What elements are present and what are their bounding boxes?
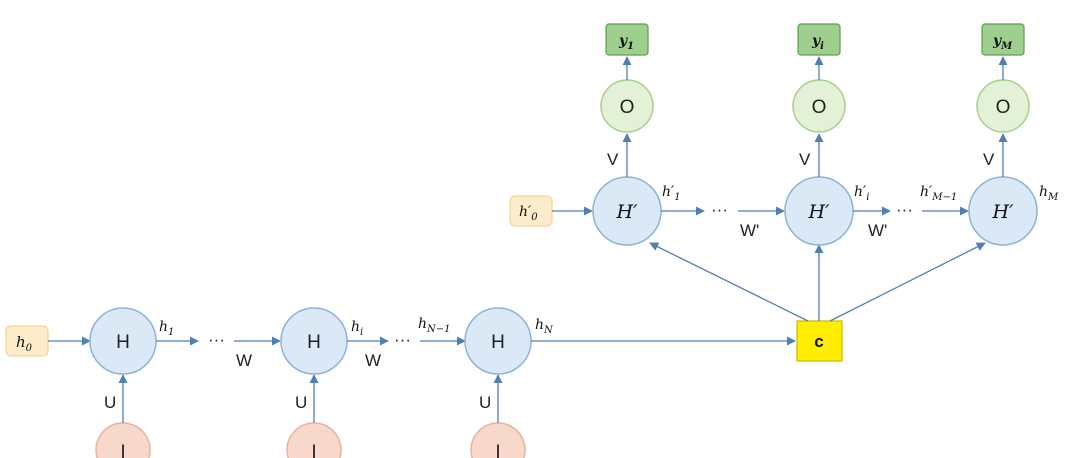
decoder-initial-state: h′0: [509, 195, 553, 227]
svg-text:yM: yM: [992, 33, 1013, 52]
encoder-hidden-i: hi: [351, 319, 363, 338]
decoder-weight-V-1: V: [607, 150, 619, 169]
encoder-weight-U-2: U: [295, 393, 307, 412]
encoder-hidden-N-1: hN−1: [418, 316, 451, 335]
decoder-output-node-M: O: [976, 79, 1030, 133]
decoder-hidden-M: hM: [1039, 184, 1059, 203]
encoder-hidden-N: hN: [535, 317, 554, 336]
svg-text:H′: H′: [808, 201, 831, 223]
svg-text:h0: h0: [16, 333, 33, 354]
edge-c-to-HpM: [829, 242, 986, 322]
svg-text:H′: H′: [992, 201, 1015, 223]
svg-text:O: O: [620, 97, 635, 118]
context-vector: c: [796, 320, 843, 362]
svg-text:h′0: h′0: [519, 204, 538, 223]
encoder-ellipsis-2: ···: [394, 330, 411, 349]
svg-text:O: O: [812, 97, 827, 118]
encoder-cell-1: H: [89, 307, 157, 375]
encoder-hidden-1: h1: [159, 319, 174, 338]
encoder-weight-U-1: U: [104, 393, 116, 412]
encoder-ellipsis-1: ···: [208, 330, 225, 349]
svg-text:H′: H′: [616, 201, 639, 223]
decoder-cell-1: H′: [592, 176, 662, 246]
encoder-weight-W-2: W: [365, 351, 381, 370]
svg-text:yi: yi: [811, 33, 824, 52]
encoder-cell-i: H: [280, 307, 348, 375]
svg-text:I: I: [311, 442, 316, 458]
encoder-input-N: I: [470, 422, 526, 458]
decoder-hidden-M-1: h′M−1: [920, 184, 957, 203]
decoder-weight-W-2: W': [868, 221, 887, 240]
decoder-weight-W-1: W': [740, 221, 759, 240]
encoder-weight-W-1: W: [236, 351, 252, 370]
decoder-weight-V-2: V: [799, 150, 811, 169]
decoder-output-node-1: O: [600, 79, 654, 133]
decoder-weight-V-3: V: [983, 150, 995, 169]
decoder-output-node-i: O: [792, 79, 846, 133]
edge-c-to-Hp1: [649, 242, 809, 322]
encoder-cell-N: H: [464, 307, 532, 375]
decoder-hidden-i: h′i: [854, 184, 869, 203]
decoder-output-yi: yi: [797, 23, 841, 56]
encoder-weight-U-3: U: [479, 393, 491, 412]
svg-text:I: I: [120, 442, 125, 458]
encoder-initial-state: h0: [5, 325, 49, 357]
svg-text:y1: y1: [618, 33, 634, 52]
decoder-hidden-1: h′1: [662, 184, 681, 203]
decoder-ellipsis-2: ···: [896, 200, 913, 219]
encoder-input-i: I: [286, 422, 342, 458]
decoder-output-yM: yM: [981, 23, 1025, 56]
encoder-input-1: I: [95, 422, 151, 458]
svg-text:c: c: [814, 332, 823, 351]
svg-text:H: H: [116, 332, 130, 353]
decoder-ellipsis-1: ···: [711, 200, 728, 219]
svg-text:I: I: [495, 442, 500, 458]
svg-text:H: H: [491, 332, 505, 353]
decoder-cell-i: H′: [784, 176, 854, 246]
svg-text:O: O: [996, 97, 1011, 118]
decoder-cell-M: H′: [968, 176, 1038, 246]
decoder-output-y1: y1: [605, 23, 649, 56]
svg-text:H: H: [307, 332, 321, 353]
